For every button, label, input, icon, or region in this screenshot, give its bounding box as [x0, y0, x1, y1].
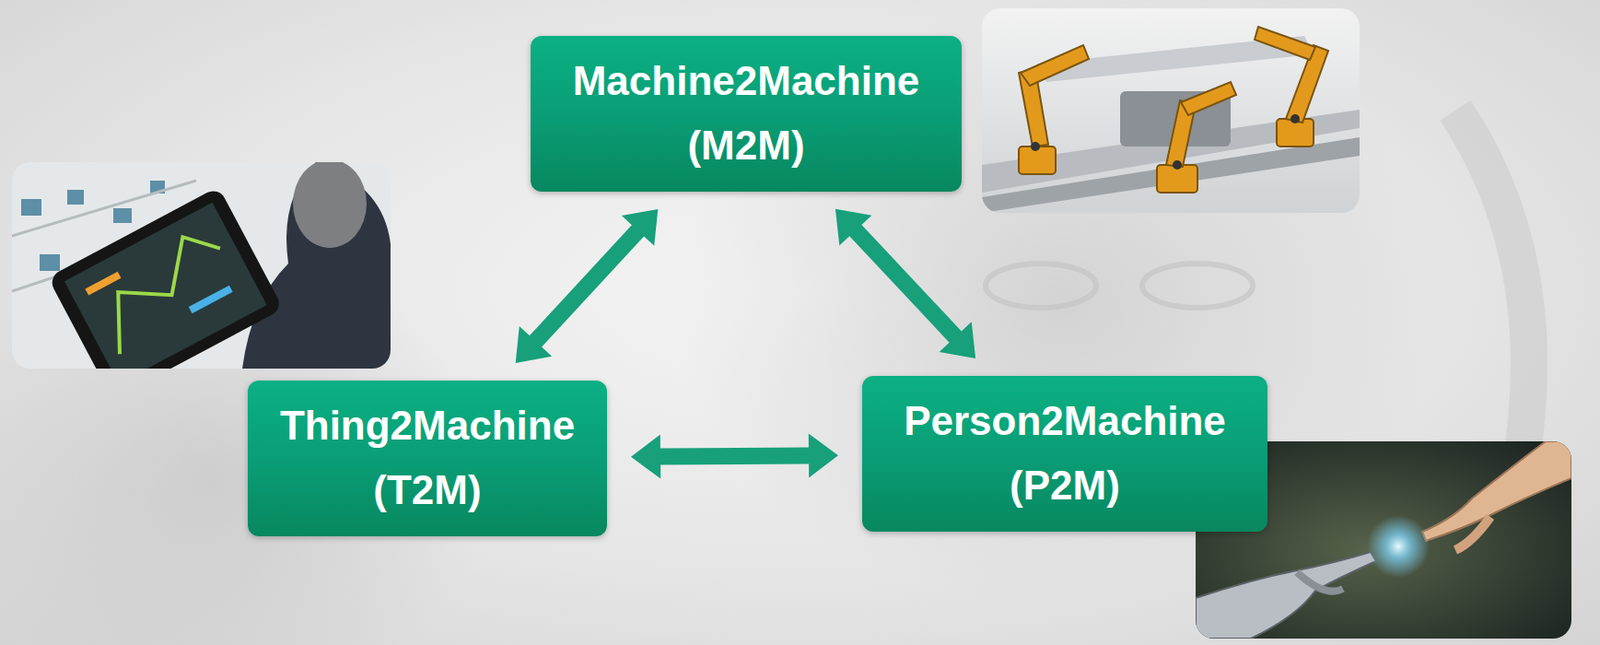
process-box: Thing2Machine (T2M): [247, 380, 608, 537]
double-arrow: [515, 209, 659, 363]
double-arrow: [835, 209, 976, 359]
robot-photo: [981, 8, 1360, 213]
process-box: Person2Machine (P2M): [862, 375, 1268, 532]
box-label: Thing2Machine (T2M): [266, 393, 589, 524]
tablet-photo: [11, 162, 391, 369]
process-box: Machine2Machine (M2M): [530, 35, 962, 192]
double-arrow: [630, 432, 839, 479]
box-label: Machine2Machine (M2M): [548, 48, 944, 179]
box-label: Person2Machine (P2M): [880, 388, 1250, 519]
